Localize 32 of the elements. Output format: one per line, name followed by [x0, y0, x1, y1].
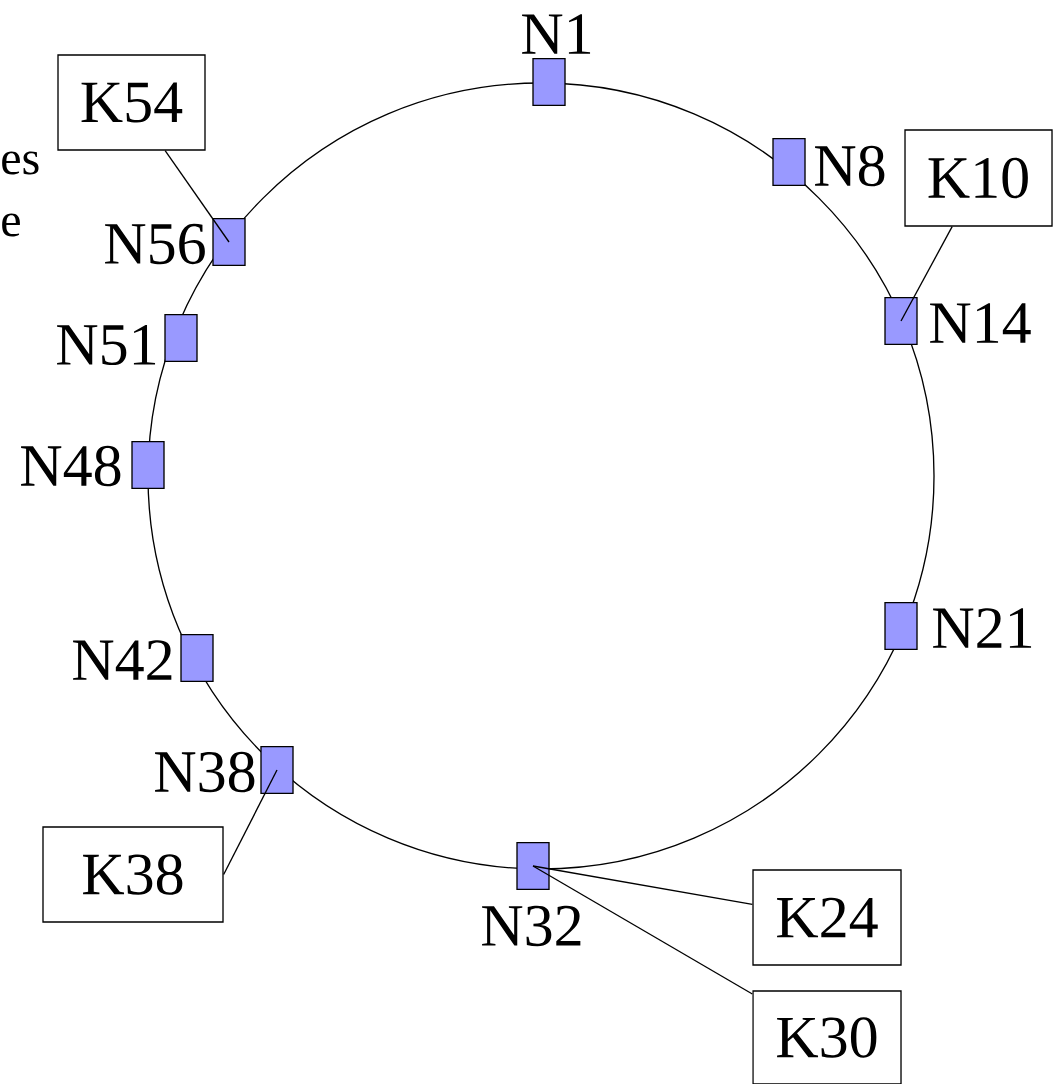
- node-label: N42: [73, 640, 172, 680]
- text-fragment: es: [2, 151, 39, 175]
- node-label: N14: [930, 303, 1031, 343]
- leader-line: [223, 769, 278, 876]
- node-label: N8: [815, 145, 885, 187]
- node-square: [131, 441, 165, 489]
- node-label: N38: [155, 751, 255, 793]
- key-box: K38: [42, 826, 224, 923]
- node-square: [260, 746, 294, 794]
- node-square: [884, 602, 918, 650]
- leader-line: [900, 226, 953, 322]
- key-box: K54: [57, 54, 206, 151]
- node-label: N56: [105, 223, 205, 265]
- node-label: N1: [522, 14, 591, 54]
- leader-line: [532, 865, 753, 995]
- text-fragment: e: [2, 213, 20, 237]
- node-label: N32: [482, 905, 581, 947]
- node-label: N21: [933, 608, 1032, 648]
- node-square: [884, 297, 918, 345]
- key-box: K10: [904, 129, 1053, 227]
- node-label: N51: [57, 324, 156, 366]
- node-square: [516, 842, 550, 890]
- node-square: [180, 634, 214, 682]
- leader-line: [164, 150, 230, 243]
- node-label: N48: [21, 445, 121, 487]
- node-square: [532, 58, 566, 106]
- node-square: [164, 314, 198, 362]
- node-square: [212, 218, 246, 266]
- leader-line: [532, 865, 753, 906]
- key-box: K24: [752, 869, 902, 966]
- node-square: [772, 138, 806, 186]
- key-box: K30: [752, 990, 902, 1084]
